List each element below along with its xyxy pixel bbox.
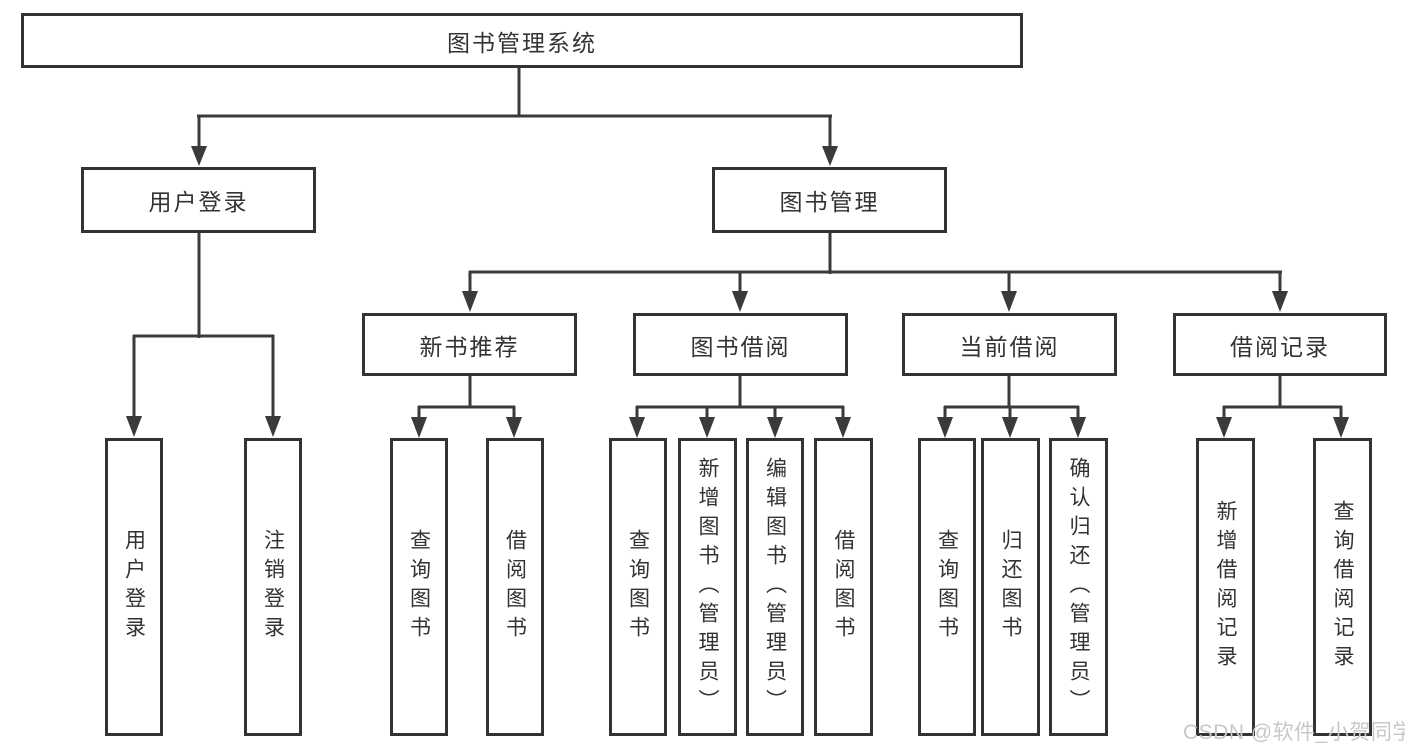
leaf-logout: 注销登录 <box>244 438 302 736</box>
csdn-watermark: CSDN @软件_小贺同学 <box>1183 721 1405 744</box>
node-user-login: 用户登录 <box>81 167 316 233</box>
leaf-query-borrow-record: 查询借阅记录 <box>1313 438 1372 736</box>
leaf-add-books-admin: 新增图书（管理员） <box>678 438 737 736</box>
leaf-edit-books-admin-label: 编辑图书（管理员） <box>763 456 787 718</box>
leaf-edit-books-admin: 编辑图书（管理员） <box>746 438 804 736</box>
node-book-borrow: 图书借阅 <box>633 313 848 376</box>
leaf-borrow-query-books-label: 查询图书 <box>626 529 650 645</box>
leaf-user-login-label: 用户登录 <box>122 529 146 645</box>
leaf-confirm-return-admin: 确认归还（管理员） <box>1049 438 1108 736</box>
node-book-management: 图书管理 <box>712 167 947 233</box>
node-borrow-records-label: 借阅记录 <box>1230 333 1330 360</box>
leaf-return-books-label: 归还图书 <box>999 529 1022 645</box>
node-new-book-recommend-label: 新书推荐 <box>419 333 520 360</box>
leaf-borrow-books: 借阅图书 <box>814 438 873 736</box>
node-borrow-records: 借阅记录 <box>1173 313 1387 376</box>
leaf-add-borrow-record-label: 新增借阅记录 <box>1214 500 1237 674</box>
node-root-label: 图书管理系统 <box>447 29 597 56</box>
node-book-borrow-label: 图书借阅 <box>690 333 791 360</box>
leaf-recommend-borrow-books: 借阅图书 <box>486 438 544 736</box>
leaf-borrow-query-books: 查询图书 <box>609 438 667 736</box>
node-user-login-label: 用户登录 <box>148 189 249 215</box>
leaf-query-borrow-record-label: 查询借阅记录 <box>1331 500 1354 674</box>
leaf-current-query-books: 查询图书 <box>918 438 976 736</box>
node-root-system: 图书管理系统 <box>21 13 1023 68</box>
leaf-logout-label: 注销登录 <box>261 529 285 645</box>
node-book-management-label: 图书管理 <box>779 189 880 215</box>
leaf-user-login: 用户登录 <box>105 438 163 736</box>
leaf-current-query-books-label: 查询图书 <box>935 529 959 645</box>
leaf-recommend-query-books: 查询图书 <box>390 438 448 736</box>
leaf-confirm-return-admin-label: 确认归还（管理员） <box>1067 456 1090 718</box>
node-new-book-recommend: 新书推荐 <box>362 313 577 376</box>
leaf-recommend-query-books-label: 查询图书 <box>407 529 431 645</box>
leaf-recommend-borrow-books-label: 借阅图书 <box>503 529 527 645</box>
leaf-add-books-admin-label: 新增图书（管理员） <box>696 456 719 718</box>
leaf-return-books: 归还图书 <box>981 438 1040 736</box>
leaf-borrow-books-label: 借阅图书 <box>832 529 855 645</box>
leaf-add-borrow-record: 新增借阅记录 <box>1196 438 1255 736</box>
node-current-borrow-label: 当前借阅 <box>959 333 1060 360</box>
node-current-borrow: 当前借阅 <box>902 313 1117 376</box>
